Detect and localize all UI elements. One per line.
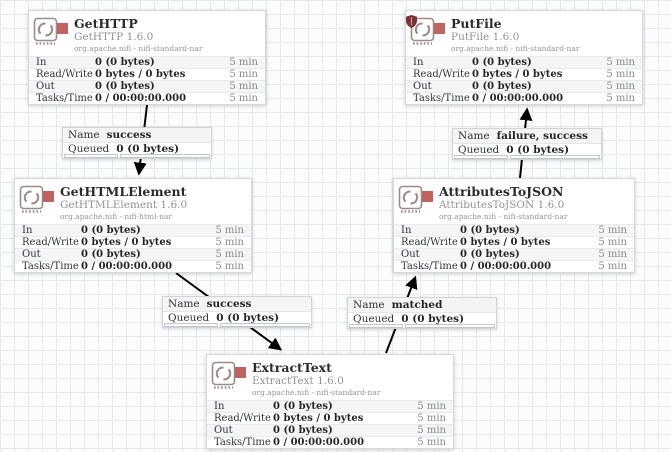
processor-stamp-icon (410, 17, 436, 47)
queue-fill-bars (64, 154, 210, 158)
processor-stamp-icon (33, 17, 59, 47)
processor-name: PutFile (451, 16, 502, 31)
processor-name: GetHTMLElement (60, 184, 187, 199)
processor-header: GetHTMLElement GetHTMLElement 1.6.0 org.… (15, 179, 251, 224)
processor-type-version: PutFile 1.6.0 (451, 31, 520, 43)
processor-attributestojson[interactable]: AttributesToJSON AttributesToJSON 1.6.0 … (393, 178, 635, 273)
processor-header: AttributesToJSON AttributesToJSON 1.6.0 … (394, 179, 634, 224)
processor-bundle: org.apache.nifi - nifi-standard-nar (439, 212, 568, 221)
processor-header: ExtractText ExtractText 1.6.0 org.apache… (207, 355, 453, 400)
processor-name: AttributesToJSON (439, 184, 564, 199)
processor-type-version: GetHTTP 1.6.0 (74, 31, 154, 43)
stopped-status-icon (434, 23, 445, 34)
processor-gethtmlelement[interactable]: GetHTMLElement GetHTMLElement 1.6.0 org.… (14, 178, 252, 273)
queue-fill-bars (164, 323, 310, 327)
processor-extracttext[interactable]: ExtractText ExtractText 1.6.0 org.apache… (206, 354, 454, 449)
stopped-status-icon (422, 191, 433, 202)
processor-gethttp[interactable]: GetHTTP GetHTTP 1.6.0 org.apache.nifi - … (28, 10, 266, 105)
restricted-shield-icon (406, 13, 417, 28)
queue-fill-bars (454, 155, 600, 159)
processor-stamp-icon (398, 185, 424, 215)
stopped-status-icon (57, 23, 68, 34)
processor-type-version: ExtractText 1.6.0 (252, 375, 344, 387)
processor-header: PutFile PutFile 1.6.0 org.apache.nifi - … (406, 11, 642, 56)
processor-putfile[interactable]: PutFile PutFile 1.6.0 org.apache.nifi - … (405, 10, 643, 105)
processor-header: GetHTTP GetHTTP 1.6.0 org.apache.nifi - … (29, 11, 265, 56)
processor-type-version: GetHTMLElement 1.6.0 (60, 199, 188, 211)
queue-fill-bars (349, 324, 495, 328)
processor-name: GetHTTP (74, 16, 138, 31)
processor-stamp-icon (19, 185, 45, 215)
processor-name: ExtractText (252, 360, 332, 375)
stopped-status-icon (43, 191, 54, 202)
processor-bundle: org.apache.nifi - nifi-html-nar (60, 212, 172, 221)
processor-bundle: org.apache.nifi - nifi-standard-nar (451, 44, 580, 53)
processor-bundle: org.apache.nifi - nifi-standard-nar (74, 44, 203, 53)
processor-stamp-icon (211, 361, 237, 391)
stopped-status-icon (235, 367, 246, 378)
processor-type-version: AttributesToJSON 1.6.0 (439, 199, 565, 211)
processor-bundle: org.apache.nifi - nifi-standard-nar (252, 388, 381, 397)
